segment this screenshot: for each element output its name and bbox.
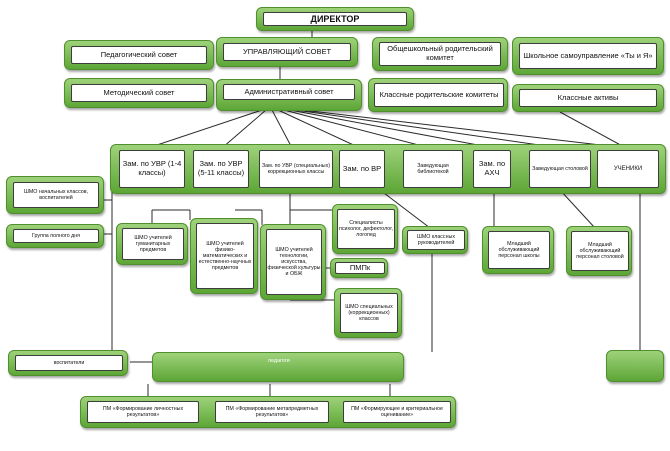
pm-bar: ПМ «Формирование личностных результатов»… <box>80 396 456 428</box>
deputy-uvr-1-4-label: Зам. по УВР (1-4 классы) <box>119 150 185 188</box>
shmo-tech-label: ШМО учителей технологии, искусства, физи… <box>266 229 322 295</box>
director-label: ДИРЕКТОР <box>263 12 407 26</box>
teachers-bar: педагоги <box>152 352 404 382</box>
admin-council-label: Административный совет <box>223 84 355 100</box>
students-bottom-bar <box>606 350 664 382</box>
ped-council-box: Педагогический совет <box>64 40 214 70</box>
junior-staff-school-label: Младший обслуживающий персонал школы <box>488 231 550 269</box>
junior-staff-canteen-box: Младший обслуживающий персонал столовой <box>566 226 632 276</box>
shmo-special-box: ШМО специальных (коррекционных) классов <box>334 288 402 338</box>
method-council-box: Методический совет <box>64 78 214 108</box>
junior-staff-school-box: Младший обслуживающий персонал школы <box>482 226 554 274</box>
pm-metasubject-label: ПМ «Формирование метапредметных результа… <box>215 401 329 423</box>
pmpk-box: ПМПк <box>330 258 388 278</box>
shmo-primary-label: ШМО начальных классов, воспитателей <box>13 182 99 208</box>
educators-label: воспитатели <box>15 355 123 371</box>
school-self-government-label: Школьное самоуправление «Ты и Я» <box>519 43 657 69</box>
specialists-label: Специалисты психолог, дефектолог, логопе… <box>337 209 395 249</box>
class-activists-box: Классные активы <box>512 84 664 112</box>
admin-council-box: Административный совет <box>216 79 362 111</box>
educators-box: воспитатели <box>8 350 128 376</box>
teachers-label: педагоги <box>268 358 290 365</box>
deputy-vr-label: Зам. по ВР <box>339 150 385 188</box>
class-parents-committees-label: Классные родительские комитеты <box>374 83 504 107</box>
school-self-government-box: Школьное самоуправление «Ты и Я» <box>512 37 664 75</box>
deputy-row: Зам. по УВР (1-4 классы) Зам. по УВР (5-… <box>110 144 666 194</box>
shmo-class-teachers-label: ШМО классных руководителей <box>407 230 465 250</box>
school-parents-committee-box: Общешкольный родительский комитет <box>372 37 508 71</box>
shmo-special-label: ШМО специальных (коррекционных) классов <box>340 293 398 333</box>
director-box: ДИРЕКТОР <box>256 7 414 31</box>
managing-council-label: УПРАВЛЯЮЩИЙ СОВЕТ <box>223 43 351 61</box>
head-library-label: Заведующая библиотекой <box>403 150 463 188</box>
pm-assessment-label: ПМ «Формирующее и критериальное оцениван… <box>343 401 451 423</box>
shmo-humanities-box: ШМО учителей гуманитарных предметов <box>116 223 188 265</box>
class-parents-committees-box: Классные родительские комитеты <box>368 78 508 112</box>
managing-council-box: УПРАВЛЯЮЩИЙ СОВЕТ <box>216 37 358 67</box>
deputy-uvr-5-11-label: Зам. по УВР (5-11 классы) <box>193 150 249 188</box>
shmo-tech-box: ШМО учителей технологии, искусства, физи… <box>260 224 326 300</box>
deputy-ahch-label: Зам. по АХЧ <box>473 150 511 188</box>
shmo-primary-box: ШМО начальных классов, воспитателей <box>6 176 104 214</box>
full-day-group-label: Группа полного дня <box>13 229 99 243</box>
school-parents-committee-label: Общешкольный родительский комитет <box>379 42 501 66</box>
students-label: УЧЕНИКИ <box>597 150 659 188</box>
pm-personal-label: ПМ «Формирование личностных результатов» <box>87 401 199 423</box>
shmo-science-label: ШМО учителей физико-математических и ест… <box>196 223 254 289</box>
junior-staff-canteen-label: Младший обслуживающий персонал столовой <box>571 231 629 271</box>
shmo-class-teachers-box: ШМО классных руководителей <box>402 226 468 254</box>
specialists-box: Специалисты психолог, дефектолог, логопе… <box>332 204 398 254</box>
method-council-label: Методический совет <box>71 84 207 102</box>
deputy-uvr-special-label: Зам. по УВР (специальных) коррекционных … <box>259 150 333 188</box>
pmpk-label: ПМПк <box>335 262 385 274</box>
shmo-humanities-label: ШМО учителей гуманитарных предметов <box>122 228 184 260</box>
full-day-group-box: Группа полного дня <box>6 224 104 248</box>
head-canteen-label: Заведующая столовой <box>529 150 591 188</box>
shmo-science-box: ШМО учителей физико-математических и ест… <box>190 218 258 294</box>
class-activists-label: Классные активы <box>519 89 657 107</box>
ped-council-label: Педагогический совет <box>71 46 207 64</box>
